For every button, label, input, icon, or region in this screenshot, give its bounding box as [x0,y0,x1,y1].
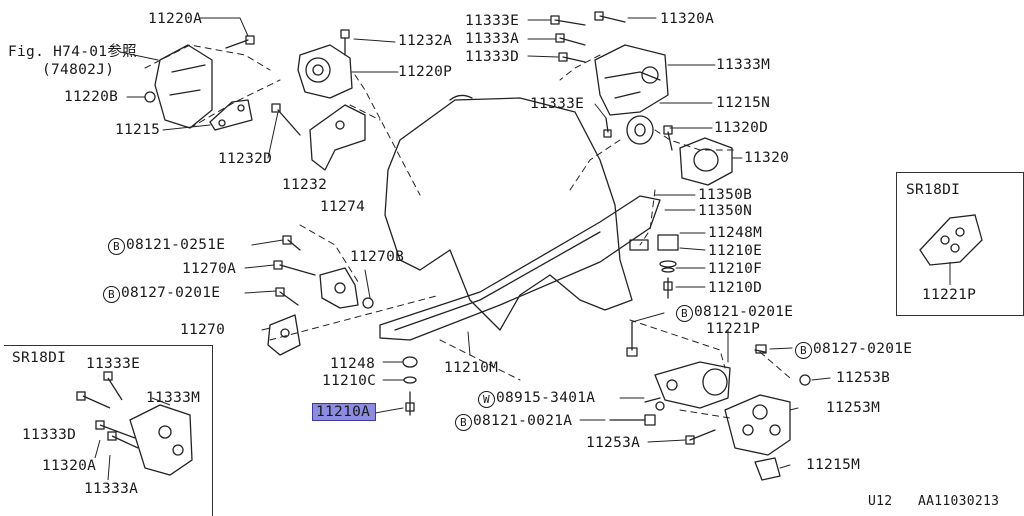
label-11210E[interactable]: 11210E [708,243,763,259]
label-11232A[interactable]: 11232A [398,33,453,49]
inset-right-11221P[interactable]: 11221P [922,287,977,303]
label-11220A[interactable]: 11220A [148,11,203,27]
mount-11274 [319,267,359,309]
bracket-11215M [754,457,781,481]
label-11253B[interactable]: 11253B [836,370,891,386]
label-11248M[interactable]: 11248M [708,225,763,241]
label-11320D[interactable]: 11320D [714,120,769,136]
inset-sr18di-left [4,345,213,516]
label-08915-3401A-text: 08915-3401A [496,390,596,406]
label-11248[interactable]: 11248 [330,356,376,372]
label-11232[interactable]: 11232 [282,177,328,193]
b-marker: B [795,342,812,359]
inset-right-title: SR18DI [906,182,961,198]
label-11253M[interactable]: 11253M [826,400,881,416]
b-marker: B [108,238,125,255]
label-11220P[interactable]: 11220P [398,64,453,80]
label-11210C[interactable]: 11210C [322,373,377,389]
bracket-11253M [724,394,791,456]
label-11320A[interactable]: 11320A [660,11,715,27]
b-marker: B [103,286,120,303]
label-11333D[interactable]: 11333D [465,49,520,65]
label-11232D[interactable]: 11232D [218,151,273,167]
label-11215N[interactable]: 11215N [716,95,771,111]
bracket-11270 [267,314,301,356]
label-11253A[interactable]: 11253A [586,435,641,451]
mount-11333M [594,44,669,116]
label-11210A-highlighted[interactable]: 11210A [312,403,376,421]
footer-model: U12 [868,494,893,509]
label-11274[interactable]: 11274 [320,199,366,215]
label-11333M[interactable]: 11333M [716,57,771,73]
label-11350B[interactable]: 11350B [698,187,753,203]
mount-11220P [297,44,353,99]
bracket-11220A [154,44,213,129]
label-11333E[interactable]: 11333E [465,13,520,29]
inset-left-11333D[interactable]: 11333D [22,427,77,443]
transmission-housing [384,97,633,331]
inset-left-11320A[interactable]: 11320A [42,458,97,474]
label-11215[interactable]: 11215 [115,122,161,138]
mount-11320 [679,137,733,186]
label-08121-0201E-text: 08121-0201E [694,304,794,320]
inset-left-11333A[interactable]: 11333A [84,481,139,497]
link-11215 [209,99,253,131]
label-11333E-2[interactable]: 11333E [530,96,585,112]
inset-left-11333M[interactable]: 11333M [146,390,201,406]
label-11333A[interactable]: 11333A [465,31,520,47]
label-11221P[interactable]: 11221P [706,321,761,337]
label-11270[interactable]: 11270 [180,322,226,338]
inset-left-title: SR18DI [12,350,67,366]
label-11270A[interactable]: 11270A [182,261,237,277]
inset-left-11333E[interactable]: 11333E [86,356,141,372]
label-11210M[interactable]: 11210M [444,360,499,376]
mount-11221P [654,361,731,409]
label-11215M[interactable]: 11215M [806,457,861,473]
b-marker: B [676,305,693,322]
label-11210F[interactable]: 11210F [708,261,763,277]
label-11210D[interactable]: 11210D [708,280,763,296]
label-08127-0201E-2-text: 08127-0201E [813,341,913,357]
label-08121-0021A-text: 08121-0021A [473,413,573,429]
label-08127-0201E-text: 08127-0201E [121,285,221,301]
w-marker: W [478,391,495,408]
label-fig-ref[interactable]: Fig. H74-01参照 [8,44,137,60]
label-11320[interactable]: 11320 [744,150,790,166]
label-11350N[interactable]: 11350N [698,203,753,219]
bracket-11232 [309,104,366,171]
label-11270B[interactable]: 11270B [350,249,405,265]
label-11220B[interactable]: 11220B [64,89,119,105]
b-marker: B [455,414,472,431]
footer-diagram-code: AA11030213 [918,494,1000,509]
label-08121-0251E-text: 08121-0251E [126,237,226,253]
label-fig-code: (74802J) [42,62,115,78]
